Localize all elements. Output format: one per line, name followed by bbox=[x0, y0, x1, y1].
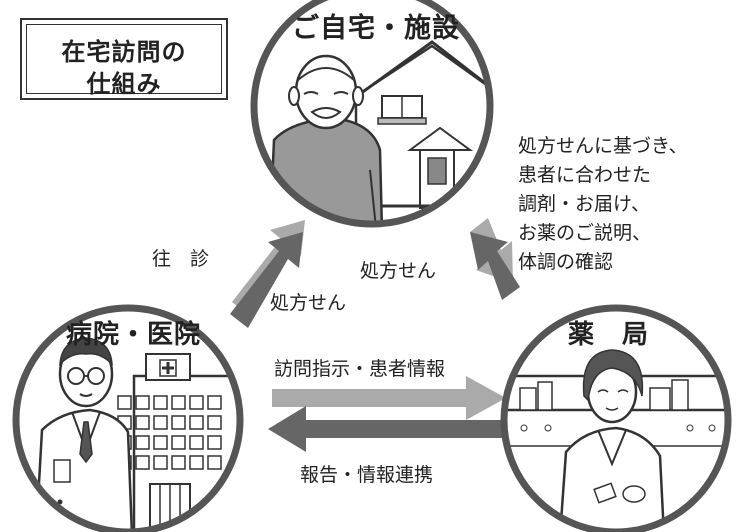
prescription-hospital-label: 処方せん bbox=[270, 292, 347, 314]
hospital-building-illustration bbox=[117, 353, 240, 532]
pharmacy-service-line: 調剤・お届け、 bbox=[518, 193, 651, 215]
arrow-visit-instructions bbox=[272, 376, 506, 420]
arrow-report bbox=[268, 406, 506, 452]
pharmacy-service-line: 処方せんに基づき、 bbox=[518, 135, 688, 157]
diagram-title-box: 在宅訪問の 仕組み bbox=[20, 18, 228, 100]
pharmacy-service-line: 患者に合わせた bbox=[518, 164, 652, 186]
home-node bbox=[250, 0, 494, 228]
pharmacy-services-list: 処方せんに基づき、 患者に合わせた 調剤・お届け、 お薬のご説明、 体調の確認 bbox=[518, 132, 688, 277]
pharmacy-node bbox=[500, 304, 732, 532]
pharmacy-node-label: 薬 局 bbox=[568, 320, 650, 350]
hospital-node bbox=[12, 304, 244, 532]
report-label: 報告・情報連携 bbox=[300, 464, 434, 486]
title-line-2: 仕組み bbox=[86, 70, 162, 98]
doctor-illustration bbox=[34, 337, 134, 532]
title-line-1: 在宅訪問の bbox=[61, 38, 187, 66]
house-illustration bbox=[345, 40, 490, 209]
arrow-pharmacy-to-home bbox=[470, 232, 520, 300]
pharmacy-service-line: お薬のご説明、 bbox=[518, 222, 652, 244]
hospital-node-label: 病院・医院 bbox=[66, 320, 202, 350]
arrow-prescription-to-home bbox=[230, 232, 303, 328]
prescription-home-label: 処方せん bbox=[360, 260, 437, 282]
visit-instructions-label: 訪問指示・患者情報 bbox=[274, 358, 446, 380]
pharmacist-illustration bbox=[558, 349, 666, 532]
home-node-label: ご自宅・施設 bbox=[292, 13, 460, 44]
visit-label: 往 診 bbox=[152, 248, 210, 270]
pharmacy-service-line: 体調の確認 bbox=[518, 251, 614, 273]
